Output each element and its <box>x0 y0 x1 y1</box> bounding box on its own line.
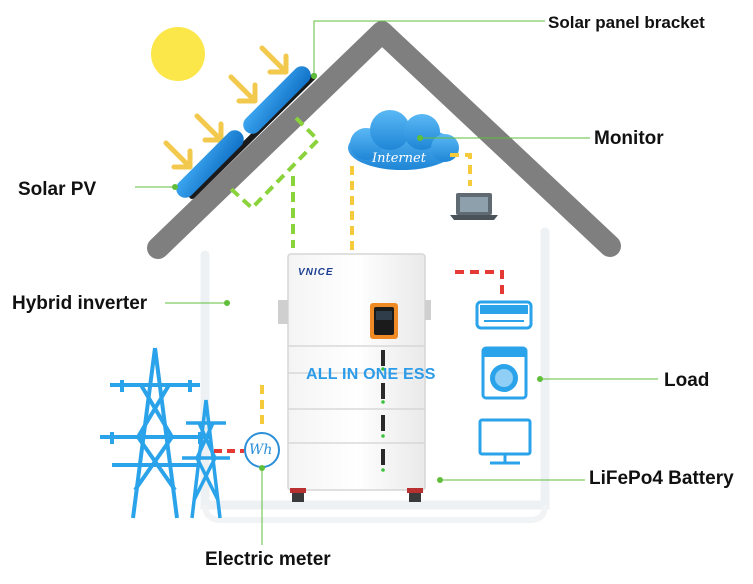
meter-label: Wh <box>249 442 273 458</box>
label-monitor: Monitor <box>594 128 664 149</box>
label-lifepo4-battery: LiFePo4 Battery <box>589 468 734 489</box>
television-icon <box>478 418 532 465</box>
load-link-line <box>455 270 504 300</box>
sunlight-arrows-icon <box>163 45 289 170</box>
label-solar-panel-bracket: Solar panel bracket <box>548 13 705 32</box>
sun-icon <box>151 27 205 81</box>
transmission-tower-icon <box>100 347 210 519</box>
laptop-icon <box>450 193 498 220</box>
internet-label: Internet <box>372 151 426 166</box>
product-text: ALL IN ONE ESS <box>306 366 436 383</box>
internet-cloud-icon <box>348 110 459 170</box>
house-walls <box>200 227 550 523</box>
label-electric-meter: Electric meter <box>205 549 331 570</box>
label-load: Load <box>664 370 710 391</box>
brand-logo: VNICE <box>298 267 334 278</box>
roof <box>147 21 621 259</box>
pv-link-line <box>228 116 321 248</box>
callout-dots <box>172 73 543 483</box>
washing-machine-icon <box>481 346 528 400</box>
label-solar-pv: Solar PV <box>18 179 97 200</box>
ess-cabinet <box>278 253 431 502</box>
transmission-tower-small-icon <box>182 399 230 519</box>
callout-leaders <box>135 20 658 545</box>
solar-panels <box>176 66 317 199</box>
air-conditioner-icon <box>475 300 533 330</box>
label-hybrid-inverter: Hybrid inverter <box>12 293 148 314</box>
monitor-link-line <box>260 153 472 430</box>
